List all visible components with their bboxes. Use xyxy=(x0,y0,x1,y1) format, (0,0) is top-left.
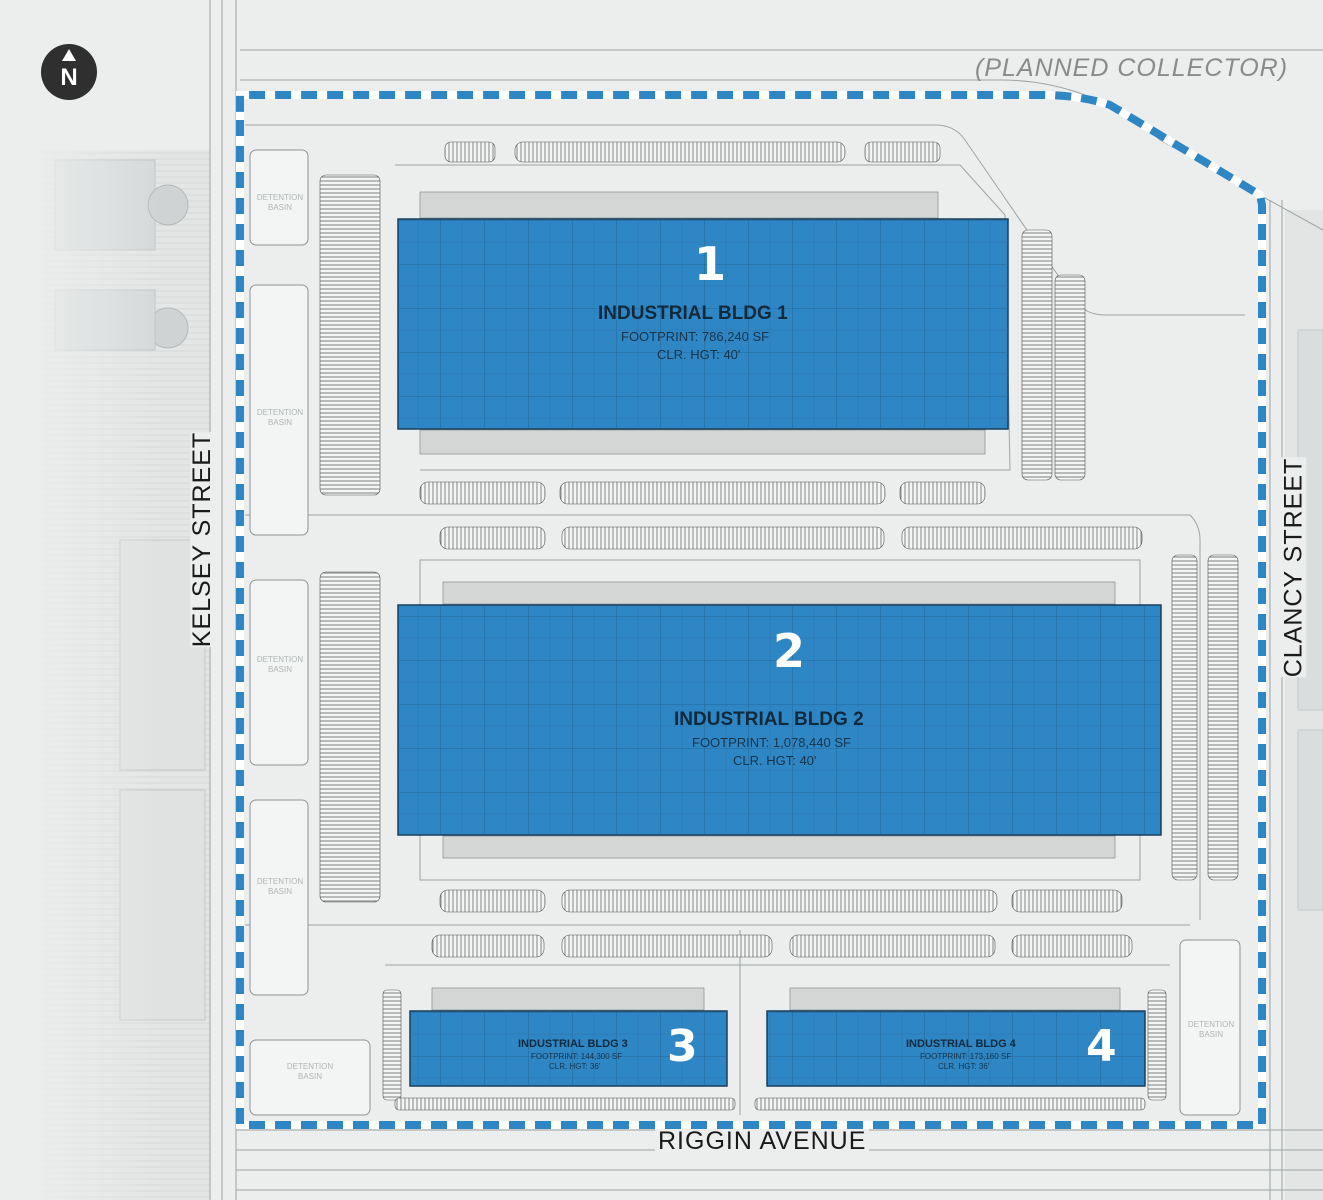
building-3-footprint: FOOTPRINT: 144,300 SF xyxy=(531,1052,623,1061)
north-pointer-icon xyxy=(62,49,76,61)
building-2-name: INDUSTRIAL BLDG 2 xyxy=(674,709,864,730)
building-1-clear-height: CLR. HGT: 40' xyxy=(657,347,741,362)
planned-collector-label: (PLANNED COLLECTOR) xyxy=(975,54,1289,82)
kelsey-street-label: KELSEY STREET xyxy=(188,431,217,648)
building-4-number: 4 xyxy=(1086,1021,1117,1072)
building-1-name: INDUSTRIAL BLDG 1 xyxy=(598,303,788,324)
building-4-clear-height: CLR. HGT: 36' xyxy=(938,1062,990,1071)
parking-stalls xyxy=(319,141,1239,1111)
riggin-avenue-label: RIGGIN AVENUE xyxy=(655,1129,870,1154)
adjacent-development-east xyxy=(1285,210,1323,1200)
building-3-number: 3 xyxy=(667,1021,698,1072)
building-1-footprint: FOOTPRINT: 786,240 SF xyxy=(621,329,770,344)
detention-basins xyxy=(249,149,1241,1116)
building-1-number: 1 xyxy=(694,237,727,291)
clancy-street-label: CLANCY STREET xyxy=(1279,457,1308,678)
buildings xyxy=(397,218,1162,1087)
building-3-clear-height: CLR. HGT: 36' xyxy=(549,1062,601,1071)
building-4-name: INDUSTRIAL BLDG 4 xyxy=(906,1038,1016,1050)
property-boundary xyxy=(236,91,1266,1129)
building-2-footprint: FOOTPRINT: 1,078,440 SF xyxy=(692,735,851,750)
north-arrow-icon: N xyxy=(41,44,97,100)
truck-courts xyxy=(419,191,1121,1011)
building-3-name: INDUSTRIAL BLDG 3 xyxy=(518,1038,628,1050)
building-2-number: 2 xyxy=(773,624,806,678)
north-label: N xyxy=(60,64,78,91)
building-2-clear-height: CLR. HGT: 40' xyxy=(733,753,817,768)
building-4-footprint: FOOTPRINT: 173,160 SF xyxy=(920,1052,1012,1061)
adjacent-development-west xyxy=(40,150,210,1200)
